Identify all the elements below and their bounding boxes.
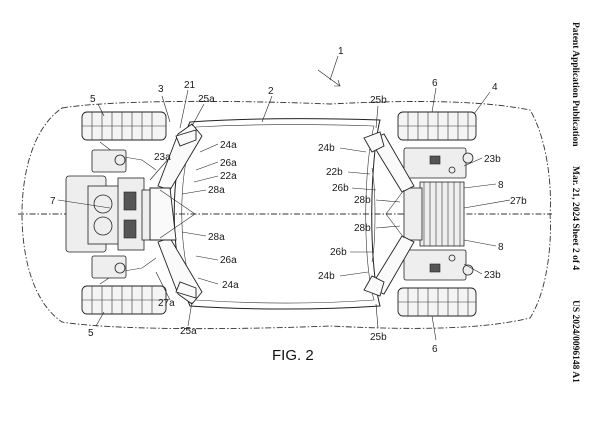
ref-label: 26a — [220, 255, 237, 266]
ref-label: 27b — [510, 196, 527, 207]
ref-label: 28a — [208, 185, 225, 196]
rear-drive-unit — [403, 147, 474, 281]
leader-lines — [57, 55, 511, 341]
ref-label: 6 — [432, 344, 438, 355]
ref-label: 24a — [220, 140, 237, 151]
rear-strut-assembly — [363, 131, 415, 297]
ref-label: 23b — [484, 154, 501, 165]
publication-date-sheet: Mar. 21, 2024 Sheet 2 of 4 — [570, 166, 580, 270]
ref-label: 1 — [338, 46, 344, 57]
ref-label: 28b — [354, 195, 371, 206]
ref-label: 26b — [330, 247, 347, 258]
ref-label: 24b — [318, 143, 335, 154]
vehicle-drawing — [18, 100, 552, 330]
ref-label: 25b — [370, 95, 387, 106]
rear-right-tire — [397, 287, 477, 317]
ref-label: 21 — [184, 80, 196, 91]
ref-label: 25b — [370, 332, 387, 343]
ref-label: 4 — [492, 82, 498, 93]
front-drive-unit — [65, 141, 157, 285]
ref-label: 22b — [326, 167, 343, 178]
ref-label: 8 — [498, 180, 504, 191]
ref-label: 5 — [88, 328, 94, 339]
ref-label: 27a — [158, 298, 175, 309]
ref-label: 8 — [498, 242, 504, 253]
reference-labels: 1 3 21 25a 2 5 5 6 4 6 7 23a 24a 26a 22a… — [50, 46, 527, 355]
front-strut-assembly — [149, 123, 203, 305]
ref-label: 28a — [208, 232, 225, 243]
ref-label: 5 — [90, 94, 96, 105]
rear-left-tire — [397, 111, 477, 141]
ref-label: 24b — [318, 271, 335, 282]
patent-header: Patent Application Publication Mar. 21, … — [570, 22, 580, 383]
floor-frame-inner — [181, 124, 375, 304]
ref-label: 28b — [354, 223, 371, 234]
ref-label: 23a — [154, 152, 171, 163]
publication-title: Patent Application Publication — [570, 22, 580, 147]
body-outline — [21, 100, 551, 330]
ref-label: 25a — [180, 326, 197, 337]
front-right-tire — [81, 285, 167, 315]
ref-label: 22a — [220, 171, 237, 182]
ref-label: 26a — [220, 158, 237, 169]
ref-label: 24a — [222, 280, 239, 291]
front-left-tire — [81, 111, 167, 141]
figure-caption: FIG. 2 — [272, 347, 314, 364]
ref-label: 3 — [158, 84, 164, 95]
ref-label: 25a — [198, 94, 215, 105]
ref-label: 6 — [432, 78, 438, 89]
publication-number: US 2024/0096148 A1 — [570, 300, 580, 383]
ref-label: 2 — [268, 86, 274, 97]
ref-label: 26b — [332, 183, 349, 194]
ref-label: 23b — [484, 270, 501, 281]
ref-label: 7 — [50, 196, 56, 207]
